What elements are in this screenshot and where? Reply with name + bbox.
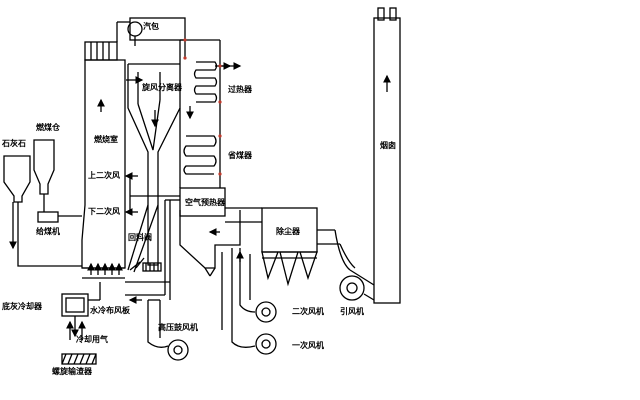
ports bbox=[183, 38, 222, 176]
ash-cooler bbox=[61, 282, 101, 340]
label-high-pressure-fan: 高压鼓风机 bbox=[158, 322, 198, 332]
label-secondary-fan: 二次风机 bbox=[292, 306, 324, 316]
label-air-preheater: 空气预热器 bbox=[185, 197, 226, 207]
air-ducts bbox=[124, 172, 180, 304]
label-return-valve: 回料阀 bbox=[128, 232, 152, 242]
label-chimney: 烟囱 bbox=[380, 140, 396, 150]
label-coal-feeder: 给煤机 bbox=[36, 226, 60, 236]
label-cyclone: 旋风分离器 bbox=[141, 82, 183, 92]
coal-bin bbox=[33, 139, 82, 223]
label-water-cooled-distributor: 水冷布风板 bbox=[89, 305, 131, 315]
furnace-body bbox=[81, 21, 130, 279]
label-superheater: 过热器 bbox=[228, 84, 253, 94]
induced-fan bbox=[334, 229, 375, 301]
label-dust-collector: 除尘器 bbox=[276, 226, 301, 236]
label-ash-cooler: 底灰冷却器 bbox=[1, 301, 43, 311]
label-coal-bin: 燃煤仓 bbox=[36, 122, 61, 132]
cyclone-separator bbox=[126, 40, 181, 266]
label-economizer: 省煤器 bbox=[227, 150, 253, 160]
label-screw-conveyor: 螺旋输渣器 bbox=[52, 366, 93, 376]
return-valve bbox=[127, 204, 162, 273]
label-furnace: 燃烧室 bbox=[94, 134, 118, 144]
limestone-silo bbox=[3, 155, 82, 267]
label-cooling-air: 冷却用气 bbox=[76, 334, 108, 344]
high-pressure-fan bbox=[147, 299, 189, 361]
screw-conveyor bbox=[61, 353, 97, 365]
superheater-coils bbox=[193, 61, 242, 103]
air-preheater bbox=[179, 187, 241, 277]
label-primary-fan: 一次风机 bbox=[292, 340, 324, 350]
label-upper-secondary-air: 上二次风 bbox=[88, 170, 120, 180]
dust-collector bbox=[225, 207, 340, 287]
furnace-arrows bbox=[87, 98, 123, 275]
secondary-fan bbox=[236, 248, 277, 323]
label-limestone: 石灰石 bbox=[1, 138, 26, 148]
label-lower-secondary-air: 下二次风 bbox=[88, 206, 120, 216]
primary-fan bbox=[221, 248, 277, 355]
label-steam-drum: 汽包 bbox=[143, 21, 159, 31]
chimney bbox=[373, 7, 401, 304]
label-induced-fan: 引风机 bbox=[340, 306, 364, 316]
economizer-coils bbox=[183, 135, 217, 175]
steam-drum bbox=[127, 17, 186, 58]
